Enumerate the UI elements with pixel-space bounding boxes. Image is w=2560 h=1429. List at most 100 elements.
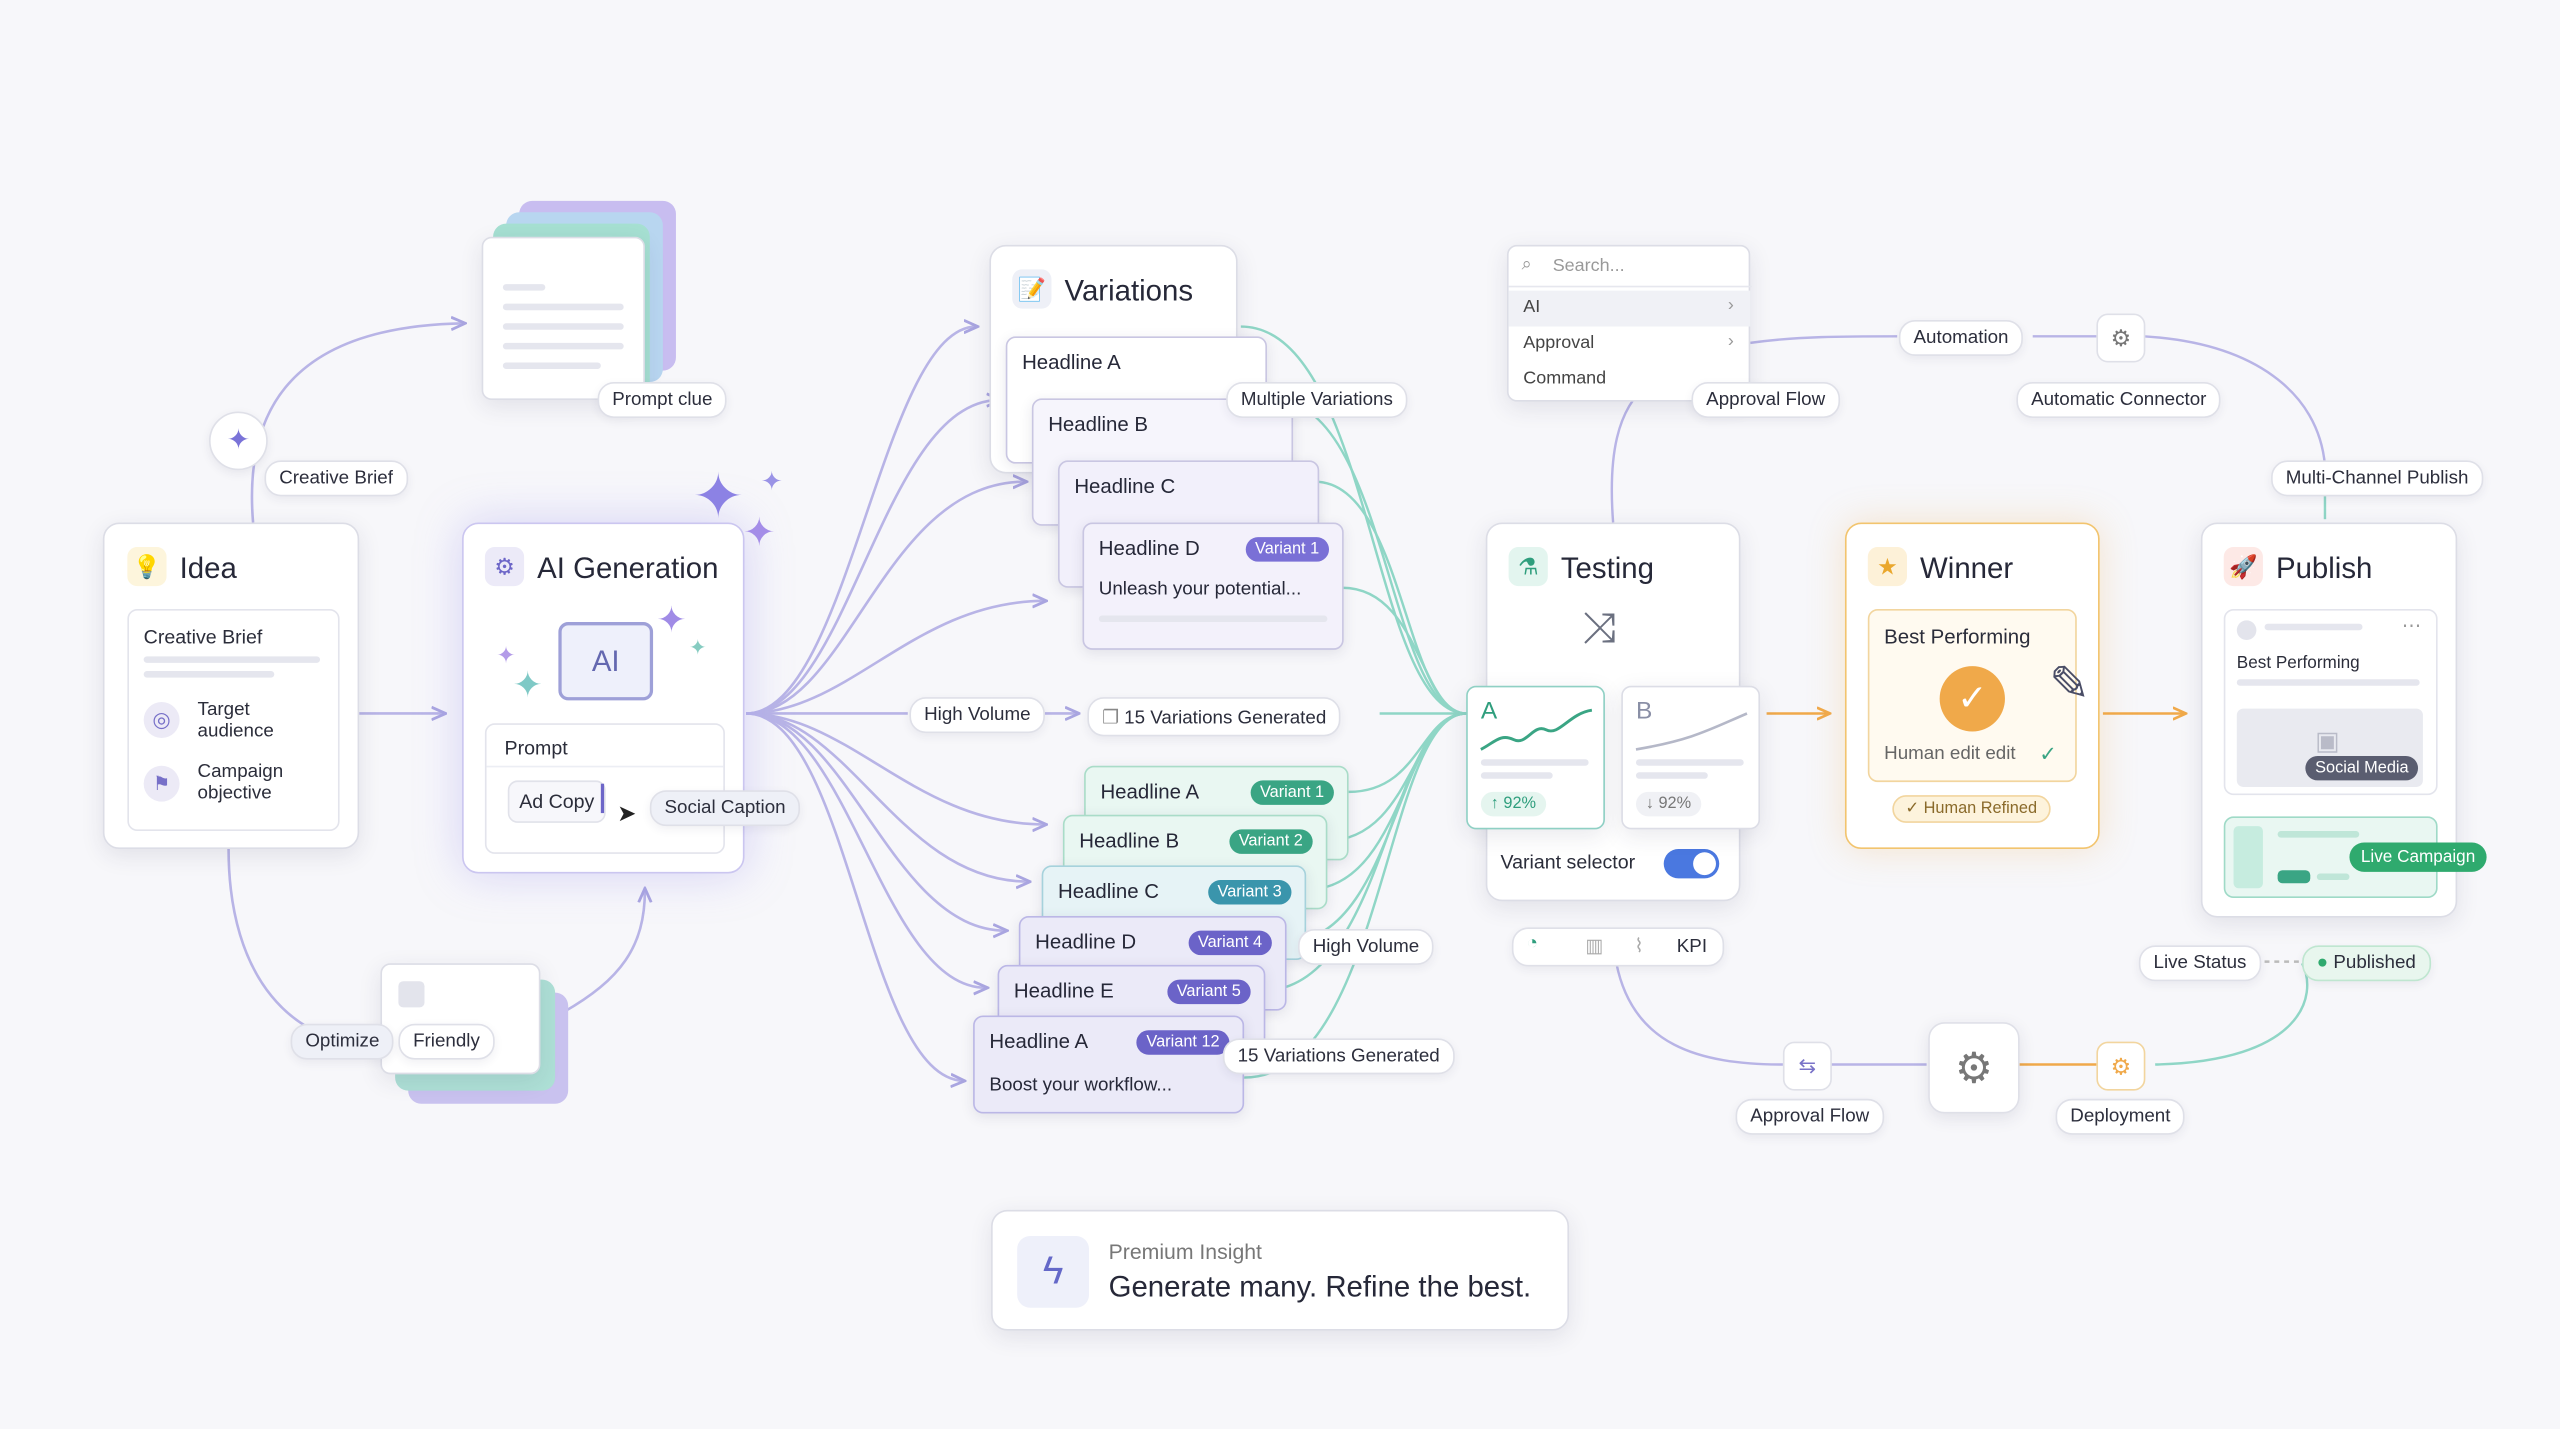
headline-label: Headline E — [1013, 979, 1114, 1003]
social-caption-tag[interactable]: Social Caption — [649, 790, 801, 827]
headline-body: Unleash your potential... — [1098, 579, 1302, 600]
sparkle-icon: ✦ — [760, 468, 783, 497]
target-icon: ◎ — [143, 702, 180, 738]
social-media-badge: Social Media — [2305, 755, 2419, 781]
winner-title: Winner — [1920, 551, 2014, 585]
ad-copy-input[interactable]: Ad Copy — [507, 780, 606, 823]
approval-flow-label: Approval Flow — [1735, 1098, 1884, 1135]
pencil-icon[interactable]: ✎ — [2049, 657, 2091, 712]
multiple-variations-label: Multiple Variations — [1226, 382, 1408, 418]
deployment-label: Deployment — [2055, 1098, 2186, 1135]
lightbulb-icon: 💡 — [127, 546, 167, 587]
social-post-preview: ⋯ Best Performing ▣ Social Media — [2223, 608, 2438, 796]
publish-card[interactable]: 🚀 Publish ⋯ Best Performing ▣ Social Med… — [2200, 522, 2458, 918]
command-menu[interactable]: ⌕ Search... AI› Approval› Command — [1506, 244, 1752, 402]
more-options-icon[interactable]: ⋯ — [2401, 613, 2422, 637]
star-icon: ★ — [1867, 546, 1907, 587]
variant-b-score: ↓ 92% — [1635, 791, 1701, 817]
variations-generated-label: ❐ 15 Variations Generated — [1087, 697, 1341, 737]
friendly-tag[interactable]: Friendly — [398, 1023, 495, 1060]
sparkle-icon: ✦ — [688, 635, 707, 660]
variant-b-value: 92% — [1658, 795, 1692, 814]
automatic-connector-label: Automatic Connector — [2016, 382, 2222, 418]
menu-item-approval[interactable]: Approval› — [1509, 327, 1751, 363]
menu-item-label: Command — [1523, 368, 1607, 389]
variant-badge: Variant 1 — [1245, 537, 1330, 562]
menu-item-label: Approval — [1523, 333, 1595, 353]
headline-label: Headline D — [1035, 930, 1137, 954]
headline-variant-card[interactable]: Headline A Variant 12 Boost your workflo… — [973, 1015, 1245, 1114]
variations-generated-text: 15 Variations Generated — [1124, 708, 1327, 729]
variant-a-panel[interactable]: A ↑ 92% — [1466, 685, 1605, 830]
headline-label: Headline A — [1022, 351, 1121, 374]
bar-chart-icon[interactable]: ▥ — [1585, 937, 1604, 957]
prompt-label: Prompt — [504, 736, 568, 760]
sparkle-icon[interactable]: ✦ — [208, 411, 268, 471]
chevron-right-icon: › — [1727, 295, 1734, 316]
prompt-document — [481, 236, 645, 401]
creative-brief-label: Creative Brief — [264, 460, 408, 497]
optimize-tag[interactable]: Optimize — [290, 1023, 395, 1060]
variant-selector-label: Variant selector — [1500, 850, 1636, 874]
gears-icon[interactable]: ⚙ — [2096, 313, 2146, 363]
search-placeholder: Search... — [1552, 256, 1625, 276]
winner-card[interactable]: ★ Winner Best Performing ✓ Human edit ed… — [1844, 522, 2100, 850]
gear-icon: ⚙ — [484, 546, 525, 587]
variant-b-label: B — [1635, 697, 1653, 725]
headline-label: Headline D — [1098, 537, 1200, 561]
variant-a-label: A — [1480, 697, 1498, 725]
pointer-icon: ➤ — [617, 800, 637, 827]
brief-title: Creative Brief — [143, 625, 263, 649]
award-badge-icon: ✓ — [1939, 666, 2005, 732]
headline-card-top[interactable]: Headline D Variant 1 Unleash your potent… — [1082, 522, 1344, 650]
status-dot-icon: ● — [2316, 953, 2334, 974]
sparkle-icon: ✦ — [692, 463, 745, 533]
creative-brief-panel: Creative Brief ◎ Target audience ⚑ Campa… — [127, 608, 340, 832]
multi-channel-publish-label: Multi-Channel Publish — [2271, 460, 2484, 497]
premium-insight-card: ϟ Premium Insight Generate many. Refine … — [991, 1209, 1570, 1331]
publish-title: Publish — [2275, 551, 2373, 585]
best-performing-label: Best Performing — [2236, 653, 2360, 673]
flag-icon: ⚑ — [143, 765, 180, 802]
gear-icon[interactable]: ⚙ — [2096, 1041, 2146, 1091]
search-input[interactable]: ⌕ Search... — [1508, 247, 1752, 288]
search-icon: ⌕ — [1521, 254, 1532, 275]
target-audience: Target audience — [197, 700, 274, 742]
variant-b-sparkline — [1635, 712, 1748, 751]
variant-selector-toggle[interactable] — [1663, 849, 1720, 879]
idea-card[interactable]: 💡 Idea Creative Brief ◎ Target audience … — [102, 522, 360, 850]
campaign-objective: Campaign objective — [197, 762, 284, 804]
published-status-badge: ● Published — [2302, 945, 2431, 982]
variant-badge: Variant 4 — [1188, 930, 1272, 956]
headline-label: Headline A — [1100, 780, 1200, 804]
variant-a-value: 92% — [1503, 795, 1537, 814]
menu-item-ai[interactable]: AI› — [1508, 290, 1751, 327]
deployment-gears-icon[interactable]: ⚙ — [1928, 1022, 2020, 1114]
idea-title: Idea — [179, 551, 237, 585]
menu-item-command[interactable]: Command — [1509, 362, 1751, 398]
ai-chip-label: AI — [591, 644, 620, 677]
approval-flow-label: Approval Flow — [1691, 382, 1840, 418]
sparkle-icon: ✦ — [742, 511, 776, 556]
best-performing-panel: Best Performing ✓ Human edit edit ✓ — [1867, 608, 2077, 783]
human-refined-badge: ✓ Human Refined — [1892, 795, 2051, 823]
variations-title: Variations — [1064, 274, 1194, 307]
sparkle-icon: ✦ — [512, 664, 543, 706]
sparkle-icon: ✦ — [496, 641, 516, 668]
kpi-toolbar: ◔ ▥ ⌇ KPI — [1511, 927, 1725, 967]
live-status-label: Live Status — [2138, 945, 2262, 982]
prompt-panel: Prompt Ad Copy ➤ — [484, 723, 725, 854]
headline-label: Headline B — [1079, 829, 1180, 853]
variant-b-panel[interactable]: B ↓ 92% — [1621, 685, 1761, 830]
trend-icon[interactable]: ⌇ — [1634, 937, 1644, 957]
rocket-icon: 🚀 — [2223, 546, 2263, 587]
ai-generation-card[interactable]: ⚙ AI Generation AI ✦ ✦ ✦ ✦ Prompt Ad Cop… — [462, 522, 745, 874]
ai-generation-title: AI Generation — [537, 551, 719, 585]
headline-label: Headline A — [989, 1030, 1089, 1054]
automation-label: Automation — [1898, 320, 2024, 356]
workflow-icon[interactable]: ⇆ — [1782, 1041, 1832, 1091]
image-icon: ▣ — [2315, 728, 2340, 756]
prompt-clue-label: Prompt clue — [597, 382, 728, 418]
gauge-icon[interactable]: ◔ — [1526, 933, 1538, 954]
